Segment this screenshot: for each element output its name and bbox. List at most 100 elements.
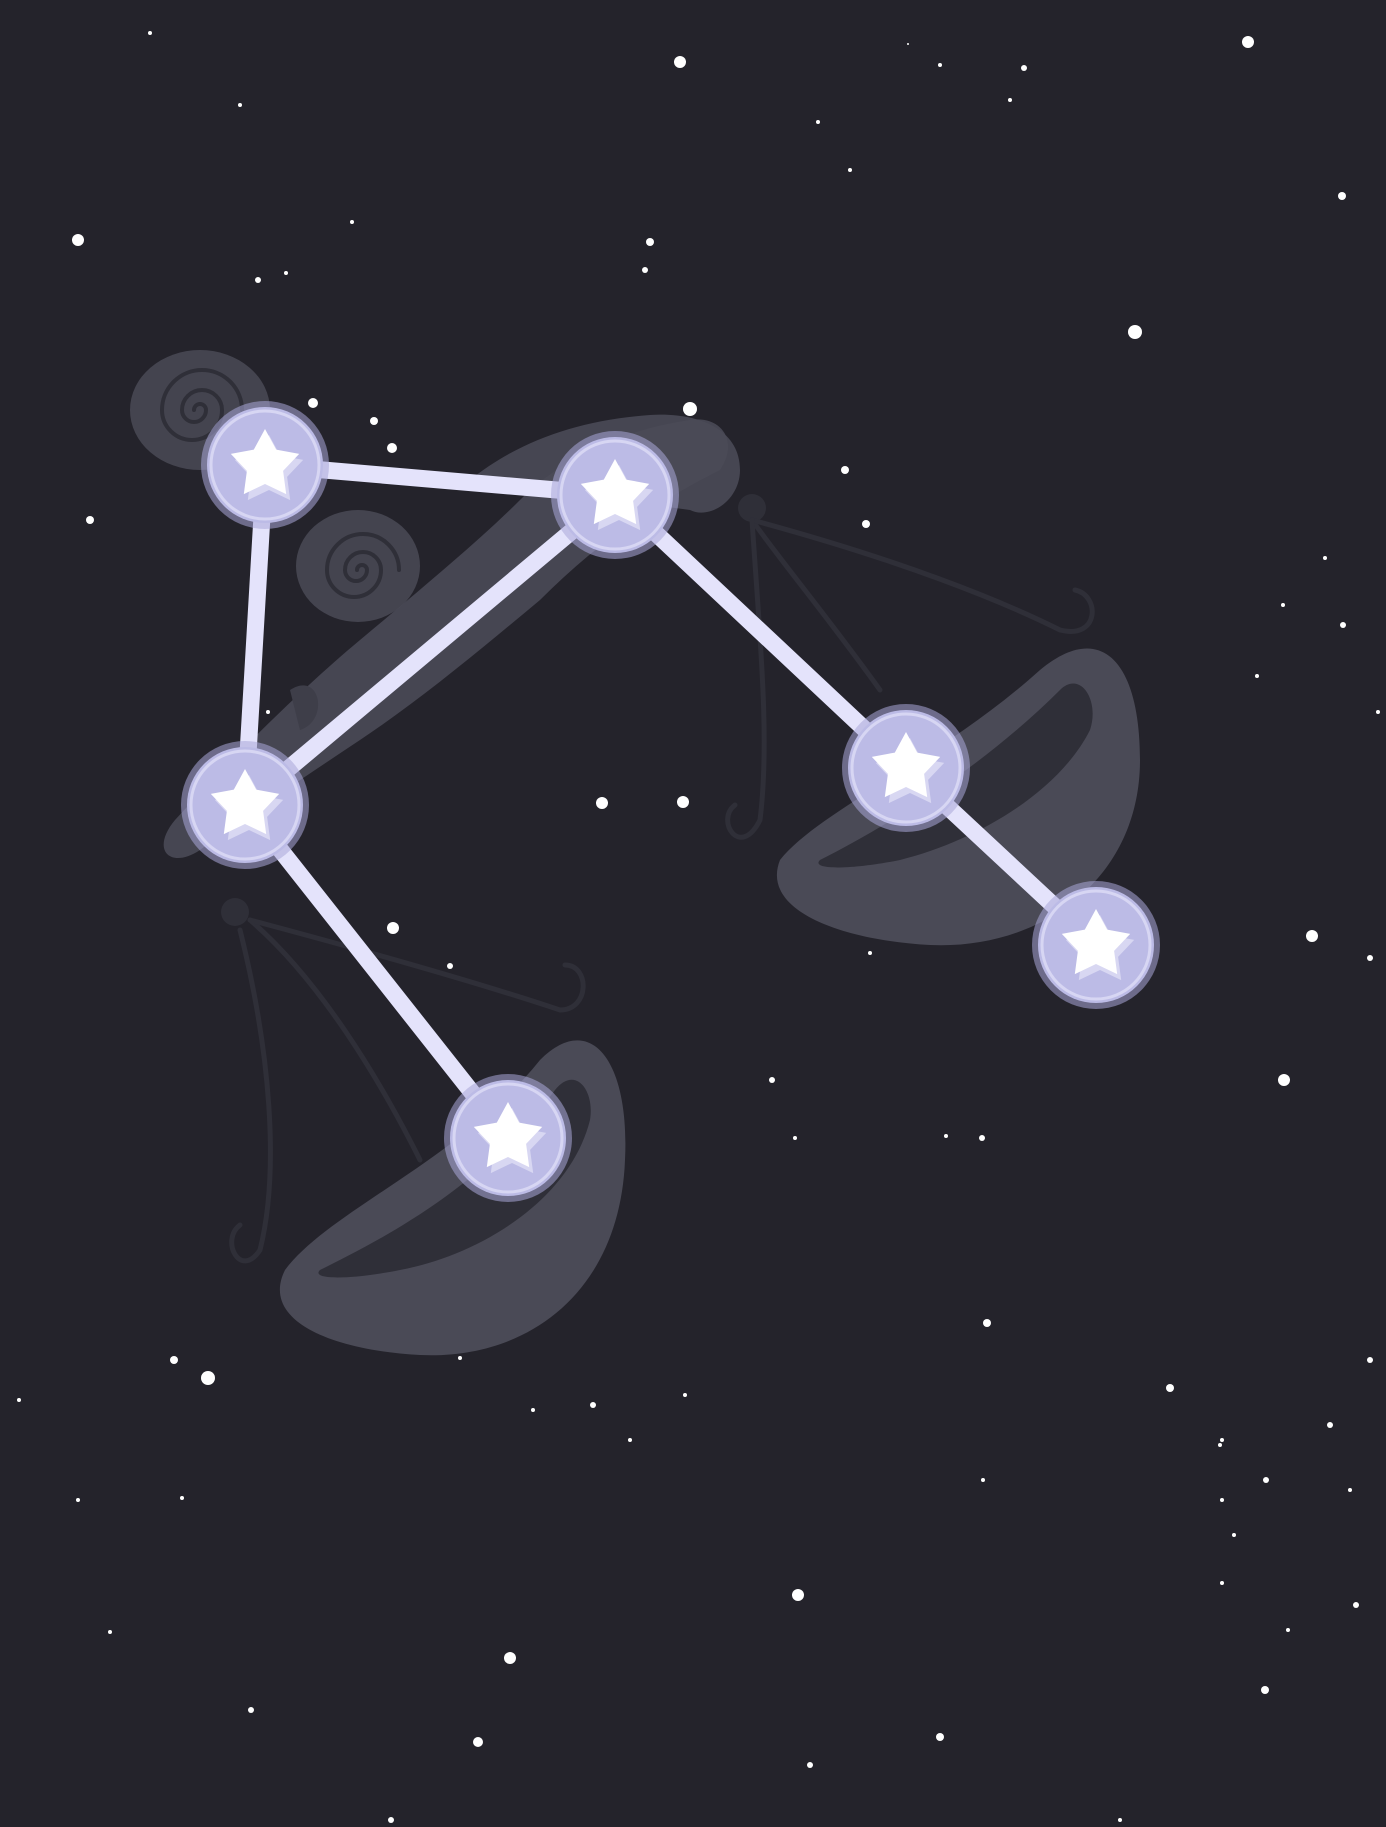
background-star [180,1496,184,1500]
background-star [938,63,942,67]
background-star [590,1402,596,1408]
background-stars [17,31,1380,1823]
star-rim [1040,889,1152,1001]
background-star [308,398,318,408]
background-star [677,796,689,808]
background-star [531,1408,535,1412]
background-star [148,31,152,35]
star-icon [473,1102,543,1168]
background-star [255,277,261,283]
background-star [1021,65,1027,71]
background-star [447,963,453,969]
background-star [1220,1438,1224,1442]
background-star [1281,603,1285,607]
star-rim [850,712,962,824]
background-star [458,1356,462,1360]
constellation-star-node[interactable] [842,704,970,832]
background-star [1278,1074,1290,1086]
background-star [266,710,270,714]
background-star [1367,1357,1373,1363]
background-star [936,1733,944,1741]
background-star [1218,1443,1222,1447]
background-star [1376,710,1380,714]
background-star [387,443,397,453]
background-star [72,234,84,246]
background-star [944,1134,948,1138]
background-star [1232,1533,1236,1537]
background-star [862,520,870,528]
background-star [792,1589,804,1601]
background-star [388,1817,394,1823]
background-star [816,120,820,124]
background-star [596,797,608,809]
constellation-star-node[interactable] [201,401,329,529]
star-rim [209,409,321,521]
constellation-star-node[interactable] [1032,881,1160,1009]
background-star [868,951,872,955]
spiral-ornament [296,510,420,622]
background-star [370,417,378,425]
background-star [674,56,686,68]
background-star [642,267,648,273]
background-star [1327,1422,1333,1428]
background-star [350,220,354,224]
constellation-star-node[interactable] [444,1074,572,1202]
star-icon [580,459,650,525]
background-star [1340,622,1346,628]
background-star [76,1498,80,1502]
background-star [981,1478,985,1482]
constellation-link [236,796,517,1147]
background-star [1367,955,1373,961]
background-star [683,402,697,416]
background-star [769,1077,775,1083]
background-star [1242,36,1254,48]
background-star [983,1319,991,1327]
constellation-star-node[interactable] [181,741,309,869]
background-star [807,1762,813,1768]
background-star [1118,1818,1122,1822]
star-rim [559,439,671,551]
background-star [683,1393,687,1397]
background-star [108,1630,112,1634]
constellation-link [606,486,915,777]
background-star [248,1707,254,1713]
background-star [504,1652,516,1664]
background-star [1220,1498,1224,1502]
background-star [238,103,242,107]
background-star [841,466,849,474]
background-star [1008,98,1012,102]
constellation-link [236,486,624,814]
constellation-star-node[interactable] [551,431,679,559]
background-star [1306,930,1318,942]
background-star [170,1356,178,1364]
background-star [907,43,909,45]
star-rim [189,749,301,861]
background-star [387,922,399,934]
star-icon [230,429,300,495]
background-star [201,1371,215,1385]
background-star [1261,1686,1269,1694]
background-star [979,1135,985,1141]
background-star [793,1136,797,1140]
background-star [1353,1602,1359,1608]
background-star [473,1737,483,1747]
background-star [1166,1384,1174,1392]
background-star [628,1438,632,1442]
pivot-knob [738,494,766,522]
background-star [1286,1628,1290,1632]
background-star [1128,325,1142,339]
background-star [646,238,654,246]
star-rim [452,1082,564,1194]
background-star [284,271,288,275]
background-star [848,168,852,172]
background-star [1323,556,1327,560]
star-icon [871,732,941,798]
pivot-knob [221,898,249,926]
background-star [86,516,94,524]
star-icon [210,769,280,835]
star-icon [1061,909,1131,975]
constellation-stars [181,401,1160,1202]
background-star [1348,1488,1352,1492]
